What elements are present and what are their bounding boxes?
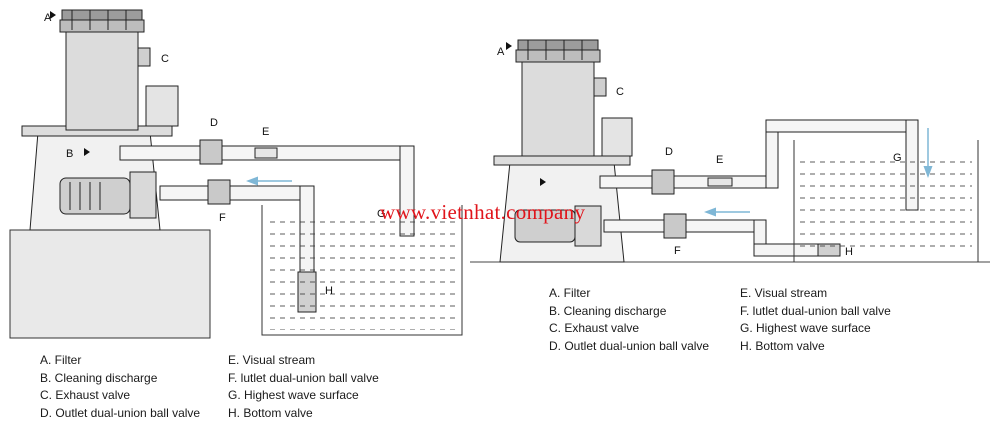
- right-pump-motor: [514, 205, 602, 247]
- legend-item: E. Visual stream: [740, 286, 828, 300]
- label-f: F: [219, 212, 226, 224]
- label-e: E: [262, 126, 269, 138]
- legend-item: D. Outlet dual-union ball valve: [40, 405, 201, 420]
- right-visual-stream-e: [707, 177, 733, 187]
- left-filter-tank: [59, 9, 179, 131]
- right-water-tank: [793, 140, 979, 262]
- left-exhaust-valve: [137, 47, 151, 67]
- label-g: G: [377, 208, 386, 220]
- label-h: H: [845, 246, 853, 258]
- legend-item: D. Outlet dual-union ball valve: [549, 338, 710, 353]
- left-platform: [9, 229, 211, 339]
- legend-item: F. lutlet dual-union ball valve: [740, 303, 891, 318]
- label-b: B: [66, 148, 73, 160]
- legend-item: B. Cleaning discharge: [549, 303, 667, 318]
- label-c: C: [161, 53, 169, 65]
- right-filter-tank: [515, 39, 633, 157]
- left-installation-diagram: [9, 9, 463, 339]
- label-a: A: [497, 46, 505, 58]
- right-exhaust-valve: [593, 77, 607, 97]
- legend-item: G. Highest wave surface: [740, 321, 871, 335]
- legend-item: C. Exhaust valve: [549, 321, 640, 335]
- label-c: C: [616, 86, 624, 98]
- right-inlet-valve-f: [663, 213, 687, 239]
- legend-item: H. Bottom valve: [740, 338, 825, 353]
- legend-right-col2: E. Visual stream F. lutlet dual-union ba…: [740, 285, 891, 355]
- watermark-text: www.vietnhat.company: [380, 200, 586, 224]
- left-labels: A B C D E F G H: [44, 12, 386, 297]
- legend-item: B. Cleaning discharge: [40, 370, 158, 385]
- legend-left-col2: E. Visual stream F. lutlet dual-union ba…: [228, 352, 379, 422]
- left-visual-stream-e: [254, 147, 278, 159]
- legend-left-col1: A. Filter B. Cleaning discharge C. Exhau…: [40, 352, 200, 422]
- legend-item: E. Visual stream: [228, 353, 316, 367]
- label-h: H: [325, 285, 333, 297]
- left-pump-motor: [59, 171, 157, 219]
- legend-item: H. Bottom valve: [228, 405, 313, 420]
- legend-item: G. Highest wave surface: [228, 388, 359, 402]
- legend-right-col1: A. Filter B. Cleaning discharge C. Exhau…: [549, 285, 709, 355]
- legend-item: A. Filter: [549, 286, 591, 300]
- label-g: G: [893, 152, 902, 164]
- legend-item: F. lutlet dual-union ball valve: [228, 370, 379, 385]
- right-installation-diagram: [470, 39, 990, 263]
- label-a: A: [44, 12, 52, 24]
- label-f: F: [674, 245, 681, 257]
- label-e: E: [716, 154, 723, 166]
- right-outlet-valve-d: [651, 169, 675, 195]
- label-d: D: [210, 117, 218, 129]
- legend-item: A. Filter: [40, 353, 82, 367]
- left-outlet-valve-d: [199, 139, 223, 165]
- left-inlet-valve-f: [207, 179, 231, 205]
- left-water-tank: [261, 205, 463, 336]
- label-d: D: [665, 146, 673, 158]
- right-labels: A C D E F G H: [497, 46, 902, 258]
- legend-item: C. Exhaust valve: [40, 388, 131, 402]
- left-outlet-pipe: [119, 139, 415, 237]
